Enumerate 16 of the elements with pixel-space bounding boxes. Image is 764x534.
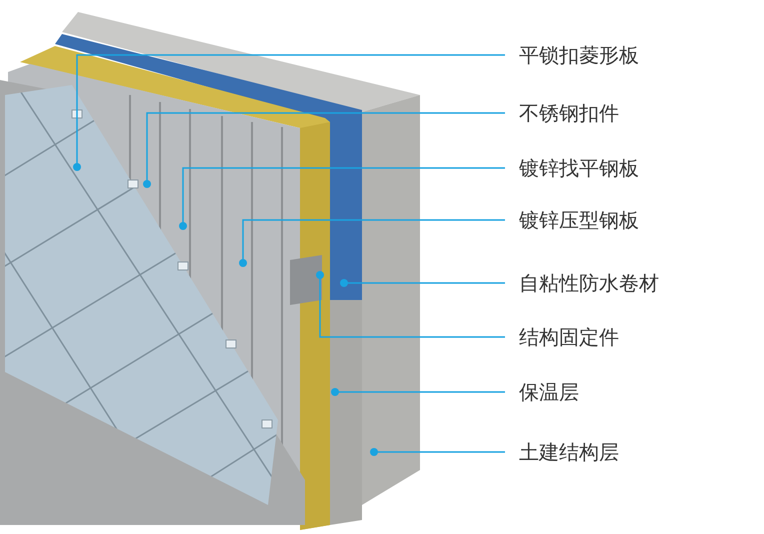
- part-label: 镀锌找平钢板: [505, 153, 639, 183]
- leader-line: [340, 279, 505, 287]
- part-label: 保温层: [505, 377, 579, 407]
- part-label: 镀锌压型钢板: [505, 205, 639, 235]
- part-label: 不锈钢扣件: [505, 98, 619, 128]
- part-label: 自粘性防水卷材: [505, 268, 659, 298]
- leader-line: [73, 54, 505, 171]
- part-label: 平锁扣菱形板: [505, 40, 639, 70]
- leader-line: [239, 219, 505, 267]
- leader-line: [331, 388, 505, 396]
- part-label: 土建结构层: [505, 437, 619, 467]
- part-label: 结构固定件: [505, 322, 619, 352]
- leader-line: [179, 167, 505, 230]
- leader-line: [316, 271, 505, 338]
- leader-line: [143, 112, 505, 188]
- leader-line: [370, 448, 505, 456]
